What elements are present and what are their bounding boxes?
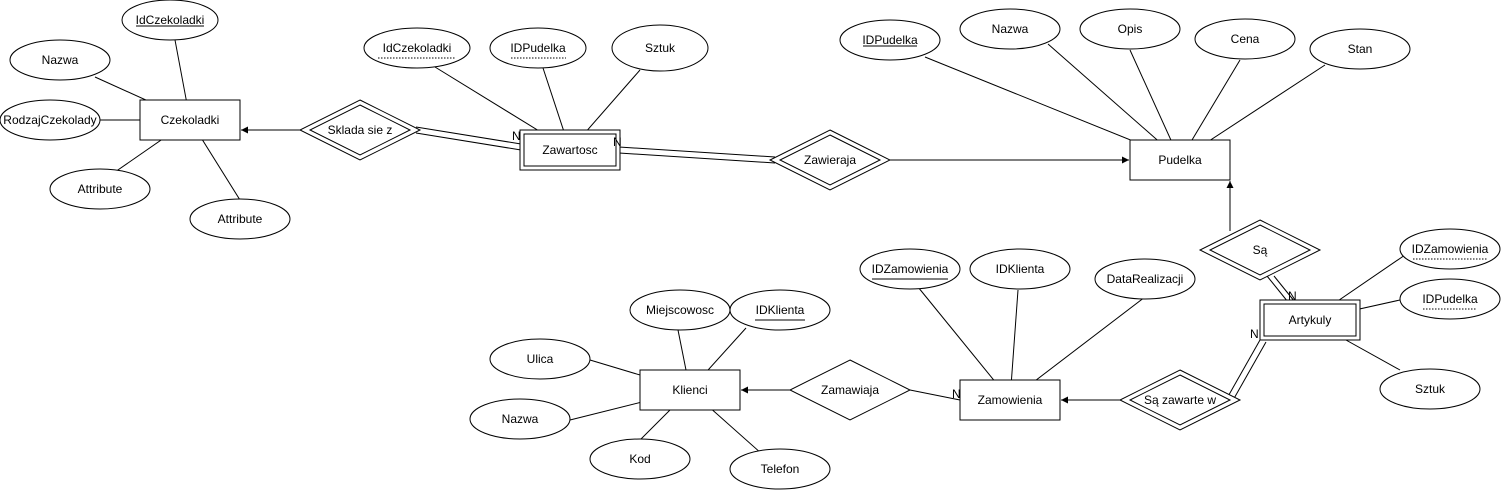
attribute-artykuly-idzamowienia-label: IDZamowienia (1412, 242, 1489, 256)
connector-artykuly-sazawartew-b (1231, 341, 1267, 403)
attribute-pudelka-id[interactable]: IDPudelka (839, 19, 941, 61)
entity-klienci[interactable]: Klienci (639, 369, 741, 411)
attribute-czekoladki-id[interactable]: IdCzekoladki (121, 0, 219, 41)
attribute-klienci-miejscowosc-label: Miejscowosc (646, 303, 714, 317)
relationship-sklada-sie-z-label: Sklada sie z (328, 123, 393, 137)
attribute-czekoladki-rodzaj[interactable]: RodzajCzekolady (0, 99, 101, 141)
attribute-pudelka-id-label: IDPudelka (862, 33, 918, 47)
attribute-artykuly-idpudelka[interactable]: IDPudelka (1399, 278, 1501, 320)
relationship-sa-zawarte-w-label: Są zawarte w (1144, 393, 1216, 407)
entity-czekoladki-label: Czekoladki (161, 113, 220, 127)
attribute-zamowienia-id[interactable]: IDZamowienia (859, 248, 961, 290)
attribute-klienci-telefon-label: Telefon (761, 462, 800, 476)
attribute-artykuly-sztuk-label: Sztuk (1415, 382, 1446, 396)
connector-artykuly-sazawartew-a (1225, 339, 1261, 401)
attribute-czekoladki-attribute1-label: Attribute (78, 182, 123, 196)
connector-zawartosc-zawieraja-a (618, 146, 776, 158)
attribute-zawartosc-idpudelka[interactable]: IDPudelka (489, 27, 587, 69)
entity-zawartosc[interactable]: Zawartosc (519, 129, 621, 171)
connector-sa-artykuly-a (1266, 275, 1289, 303)
relationship-zawieraja[interactable]: Zawieraja (768, 129, 892, 191)
connector-zamawiaja-zamowienia (909, 389, 961, 401)
attribute-artykuly-idzamowienia[interactable]: IDZamowienia (1399, 228, 1501, 270)
attribute-klienci-miejscowosc[interactable]: Miejscowosc (629, 289, 731, 331)
attribute-pudelka-nazwa-label: Nazwa (992, 22, 1029, 36)
attribute-zamowienia-datarealizacji[interactable]: DataRealizacji (1094, 258, 1196, 300)
entity-artykuly[interactable]: Artykuly (1259, 299, 1361, 341)
attribute-klienci-nazwa[interactable]: Nazwa (469, 398, 571, 440)
attribute-czekoladki-attribute2-label: Attribute (218, 212, 263, 226)
attribute-czekoladki-nazwa-label: Nazwa (42, 53, 79, 67)
connector-zawartosc-zawieraja-b (618, 152, 776, 164)
entity-zamowienia[interactable]: Zamowienia (959, 379, 1061, 421)
attribute-zawartosc-sztuk-label: Sztuk (645, 41, 676, 55)
entity-artykuly-label: Artykuly (1289, 313, 1332, 327)
relationship-zawieraja-label: Zawieraja (804, 153, 856, 167)
connector-sa-artykuly-b (1273, 275, 1296, 303)
attribute-zawartosc-idczekoladki-label: IdCzekoladki (383, 41, 452, 55)
attribute-artykuly-sztuk[interactable]: Sztuk (1379, 368, 1481, 410)
attribute-pudelka-stan-label: Stan (1348, 42, 1373, 56)
attribute-pudelka-stan[interactable]: Stan (1309, 28, 1411, 70)
attribute-pudelka-cena[interactable]: Cena (1194, 18, 1296, 60)
cardinality-zawartosc-left: N (512, 129, 521, 143)
connector-zawartosc-skladasiez-b (415, 132, 522, 151)
relationship-sa-label: Są (1253, 243, 1268, 257)
attribute-zamowienia-id-label: IDZamowienia (872, 262, 949, 276)
attribute-zawartosc-idczekoladki[interactable]: IdCzekoladki (363, 27, 471, 69)
attribute-pudelka-opis-label: Opis (1118, 22, 1143, 36)
relationship-zamawiaja-label: Zamawiaja (821, 383, 879, 397)
attribute-klienci-id-label: IDKlienta (756, 303, 805, 317)
attribute-klienci-ulica[interactable]: Ulica (489, 338, 591, 380)
relationship-sa-zawarte-w[interactable]: Są zawarte w (1118, 369, 1242, 431)
attribute-klienci-id[interactable]: IDKlienta (729, 289, 831, 331)
attribute-zamowienia-datarealizacji-label: DataRealizacji (1107, 272, 1184, 286)
attribute-zawartosc-sztuk[interactable]: Sztuk (611, 24, 709, 72)
cardinality-zamowienia-right: N (952, 387, 961, 401)
attribute-czekoladki-id-label: IdCzekoladki (136, 13, 205, 27)
attribute-pudelka-nazwa[interactable]: Nazwa (959, 8, 1061, 50)
attribute-artykuly-idpudelka-label: IDPudelka (1422, 292, 1478, 306)
attribute-czekoladki-nazwa[interactable]: Nazwa (9, 39, 111, 81)
attribute-pudelka-cena-label: Cena (1231, 32, 1260, 46)
entity-zawartosc-label: Zawartosc (542, 143, 597, 157)
entity-pudelka[interactable]: Pudelka (1129, 139, 1231, 181)
attribute-pudelka-opis[interactable]: Opis (1079, 8, 1181, 50)
relationship-sa[interactable]: Są (1198, 219, 1322, 281)
entity-zamowienia-label: Zamowienia (978, 393, 1043, 407)
attribute-klienci-nazwa-label: Nazwa (502, 412, 539, 426)
entity-czekoladki[interactable]: Czekoladki (139, 99, 241, 141)
relationship-sklada-sie-z[interactable]: Sklada sie z (298, 99, 422, 161)
attribute-czekoladki-rodzaj-label: RodzajCzekolady (3, 113, 96, 127)
entity-klienci-label: Klienci (672, 383, 707, 397)
relationship-zamawiaja[interactable]: Zamawiaja (788, 359, 912, 421)
attribute-klienci-telefon[interactable]: Telefon (729, 448, 831, 490)
cardinality-zawartosc-right: N (613, 135, 622, 149)
entity-pudelka-label: Pudelka (1158, 153, 1202, 167)
cardinality-artykuly-top: N (1288, 289, 1297, 303)
attribute-zamowienia-idklienta[interactable]: IDKlienta (969, 248, 1071, 290)
attribute-zawartosc-idpudelka-label: IDPudelka (510, 41, 566, 55)
connector-zawartosc-skladasiez-a (415, 126, 522, 145)
cardinality-artykuly-left: N (1250, 327, 1259, 341)
attribute-klienci-kod[interactable]: Kod (589, 438, 691, 480)
attribute-czekoladki-attribute1[interactable]: Attribute (49, 168, 151, 210)
attribute-klienci-kod-label: Kod (629, 452, 650, 466)
attribute-czekoladki-attribute2[interactable]: Attribute (189, 198, 291, 240)
attribute-klienci-ulica-label: Ulica (527, 352, 554, 366)
attribute-zamowienia-idklienta-label: IDKlienta (996, 262, 1045, 276)
